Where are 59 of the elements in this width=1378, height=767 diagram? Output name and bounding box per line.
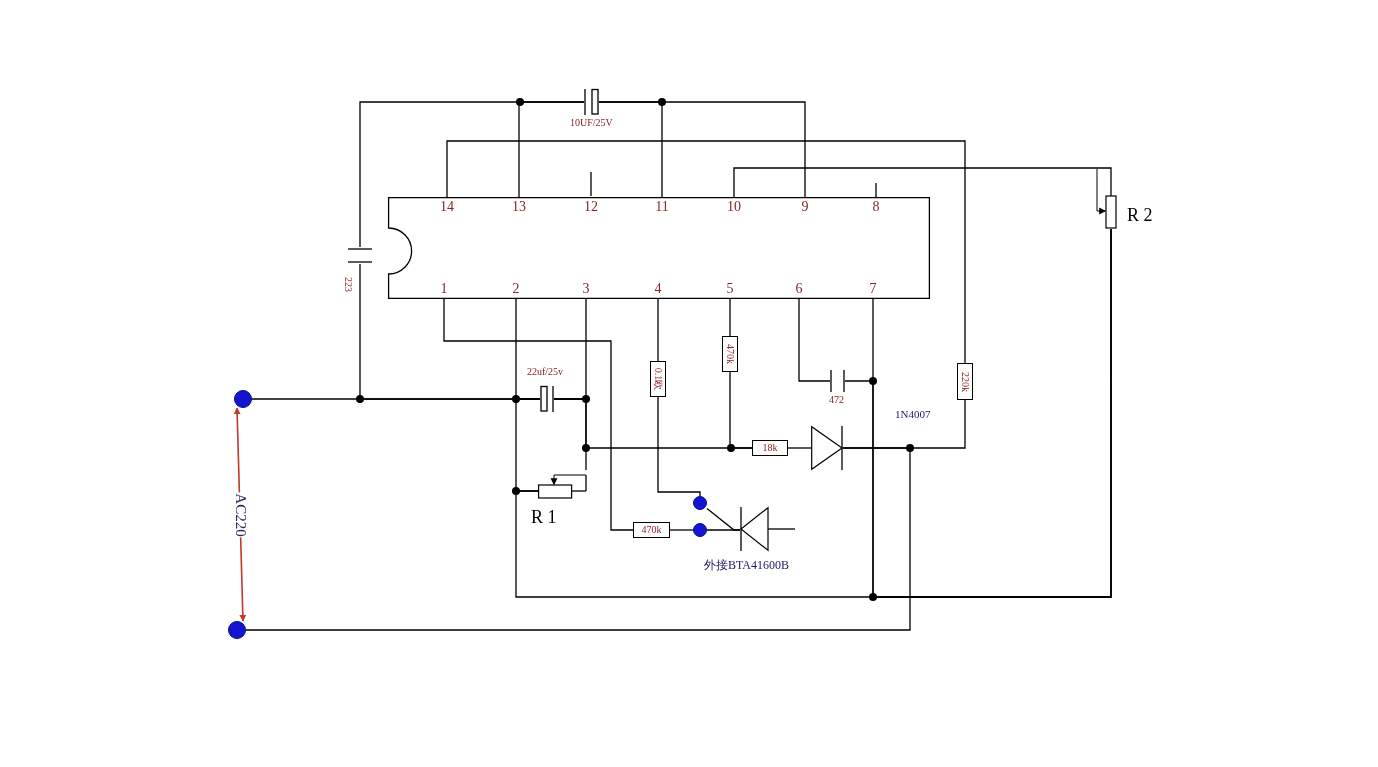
component-label: 10UF/25V [570,118,613,128]
pin-number: 4 [654,282,662,296]
capacitor-symbol [348,247,372,264]
pin-number: 1 [440,282,448,296]
triac-symbol [740,507,795,551]
component-label: 外接BTA41600B [704,559,790,571]
pin-number: 8 [872,200,880,214]
diode-symbol [811,426,843,470]
resistor-value: 0.1欧 [653,367,663,391]
pin-number: 6 [795,282,803,296]
component-label: R 2 [1127,206,1153,224]
wire [518,101,585,198]
resistor [633,522,670,538]
potentiometer-symbol [1095,169,1117,229]
wire [798,298,831,382]
wire [598,101,806,198]
ic-chip [388,197,930,299]
pin-number: 3 [582,282,590,296]
capacitor-symbol [540,386,554,412]
pin-number: 10 [727,200,741,214]
pin-number: 14 [440,200,454,214]
pin-number: 5 [726,282,734,296]
component-label: R 1 [531,508,557,526]
capacitor-symbol [830,370,845,392]
pin-number: 9 [801,200,809,214]
pin-number: 11 [655,200,669,214]
terminal-dot [693,496,707,510]
resistor [957,363,973,400]
pin-number: 13 [512,200,526,214]
part-label: 1N4007 [895,409,931,420]
wire [443,298,634,531]
wire [669,529,694,531]
resistor [722,336,738,372]
capacitor-symbol [584,89,599,115]
wire [706,529,741,531]
resistor-value: 220k [960,371,970,392]
terminal-dot [693,523,707,537]
wire [657,298,659,362]
wire [245,447,911,631]
wire [657,396,701,497]
resistor [650,361,666,397]
resistor-value: 470k [725,344,735,364]
wire [729,371,753,449]
terminal-dot [234,390,252,408]
wire [553,398,587,471]
pin-number: 12 [584,200,598,214]
wire [446,140,966,364]
component-label: 472 [829,395,844,405]
wire [733,167,1112,198]
pin-number: 7 [869,282,877,296]
component-label: 223 [343,277,353,292]
resistor [752,440,788,456]
terminal-dot [228,621,246,639]
resistor-value: 18k [762,443,778,453]
component-label: 22uf/25v [527,367,564,377]
wire [729,298,731,337]
resistor-value: 470k [641,525,662,535]
wire [787,447,812,449]
pin-number: 2 [512,282,520,296]
